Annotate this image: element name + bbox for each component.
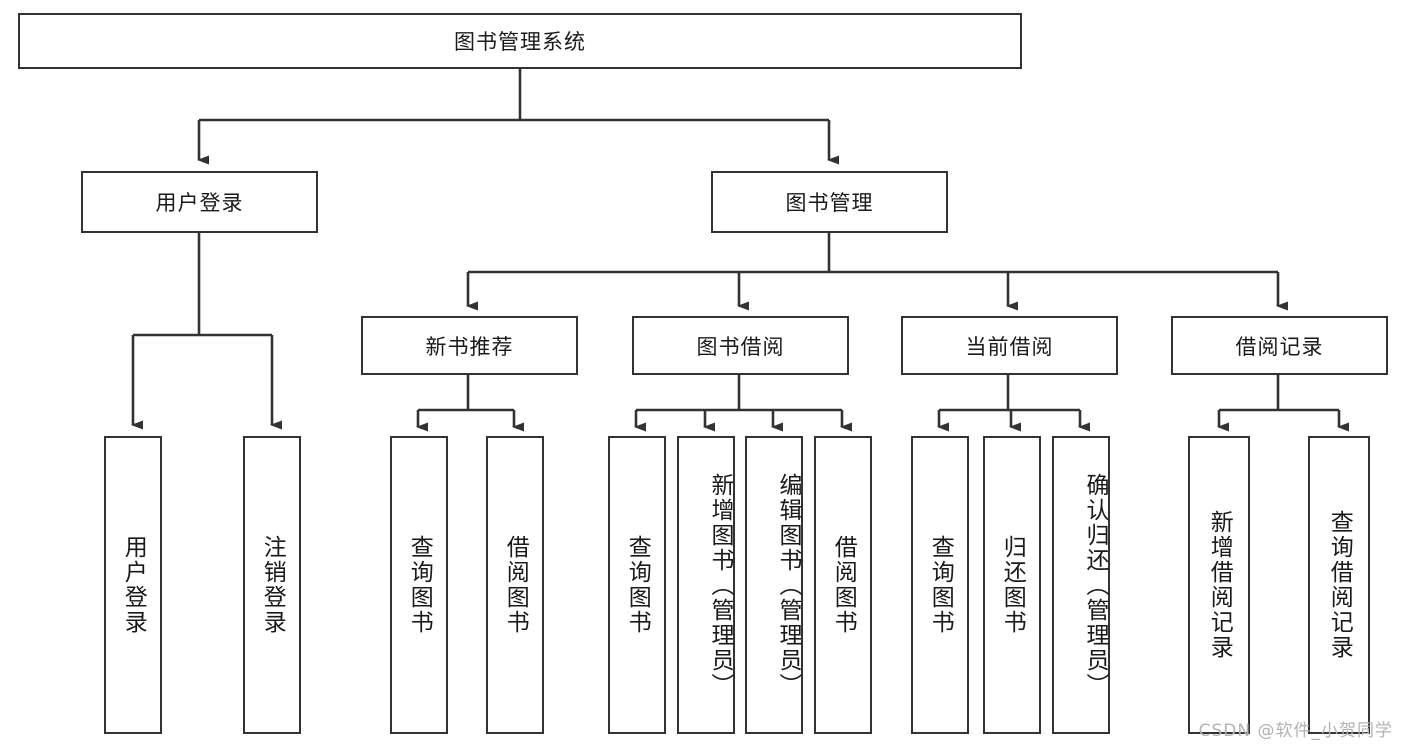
node-leaf-query-book-2-label: 查询图书 <box>624 535 651 635</box>
node-leaf-query-book-1-label: 查询图书 <box>406 535 433 635</box>
node-leaf-borrow-book-1-label: 借阅图书 <box>502 535 529 635</box>
node-leaf-edit-book[interactable]: 编辑图书（管理员） <box>745 436 803 734</box>
node-leaf-return-book-label: 归还图书 <box>999 535 1026 635</box>
node-leaf-query-book-2[interactable]: 查询图书 <box>608 436 666 734</box>
node-book-manage[interactable]: 图书管理 <box>711 171 948 233</box>
node-leaf-logout-login-label: 注销登录 <box>259 535 286 635</box>
node-leaf-add-borrow-record[interactable]: 新增借阅记录 <box>1188 436 1250 734</box>
node-leaf-logout-login[interactable]: 注销登录 <box>243 436 301 734</box>
node-leaf-add-borrow-record-label: 新增借阅记录 <box>1206 510 1233 660</box>
node-user-login[interactable]: 用户登录 <box>81 171 318 233</box>
node-book-borrow[interactable]: 图书借阅 <box>632 316 849 375</box>
node-leaf-edit-book-label: 编辑图书（管理员） <box>775 472 801 698</box>
node-borrow-record-label: 借阅记录 <box>1235 334 1324 359</box>
node-leaf-borrow-book-2[interactable]: 借阅图书 <box>814 436 872 734</box>
node-book-manage-label: 图书管理 <box>785 191 874 215</box>
node-leaf-query-borrow-record-label: 查询借阅记录 <box>1326 510 1353 660</box>
node-root-label: 图书管理系统 <box>454 30 586 54</box>
node-leaf-confirm-return-label: 确认归还（管理员） <box>1082 472 1108 698</box>
node-leaf-borrow-book-1[interactable]: 借阅图书 <box>486 436 544 734</box>
node-leaf-query-borrow-record[interactable]: 查询借阅记录 <box>1308 436 1370 734</box>
node-leaf-query-book-3[interactable]: 查询图书 <box>911 436 969 734</box>
node-root[interactable]: 图书管理系统 <box>18 13 1022 69</box>
node-leaf-borrow-book-2-label: 借阅图书 <box>830 535 857 635</box>
node-leaf-user-login[interactable]: 用户登录 <box>104 436 162 734</box>
node-leaf-query-book-1[interactable]: 查询图书 <box>390 436 448 734</box>
node-leaf-query-book-3-label: 查询图书 <box>927 535 954 635</box>
node-book-borrow-label: 图书借阅 <box>696 334 785 359</box>
csdn-watermark: CSDN @软件_小贺同学 <box>1198 721 1393 741</box>
node-new-book-recommend[interactable]: 新书推荐 <box>361 316 578 375</box>
node-leaf-confirm-return[interactable]: 确认归还（管理员） <box>1052 436 1110 734</box>
node-leaf-user-login-label: 用户登录 <box>120 535 147 635</box>
node-leaf-add-book-label: 新增图书（管理员） <box>707 472 733 698</box>
node-user-login-label: 用户登录 <box>155 191 244 215</box>
node-current-borrow[interactable]: 当前借阅 <box>901 316 1118 375</box>
node-current-borrow-label: 当前借阅 <box>965 334 1054 359</box>
node-borrow-record[interactable]: 借阅记录 <box>1171 316 1388 375</box>
node-new-book-recommend-label: 新书推荐 <box>425 334 514 359</box>
node-leaf-add-book[interactable]: 新增图书（管理员） <box>677 436 735 734</box>
node-leaf-return-book[interactable]: 归还图书 <box>983 436 1041 734</box>
